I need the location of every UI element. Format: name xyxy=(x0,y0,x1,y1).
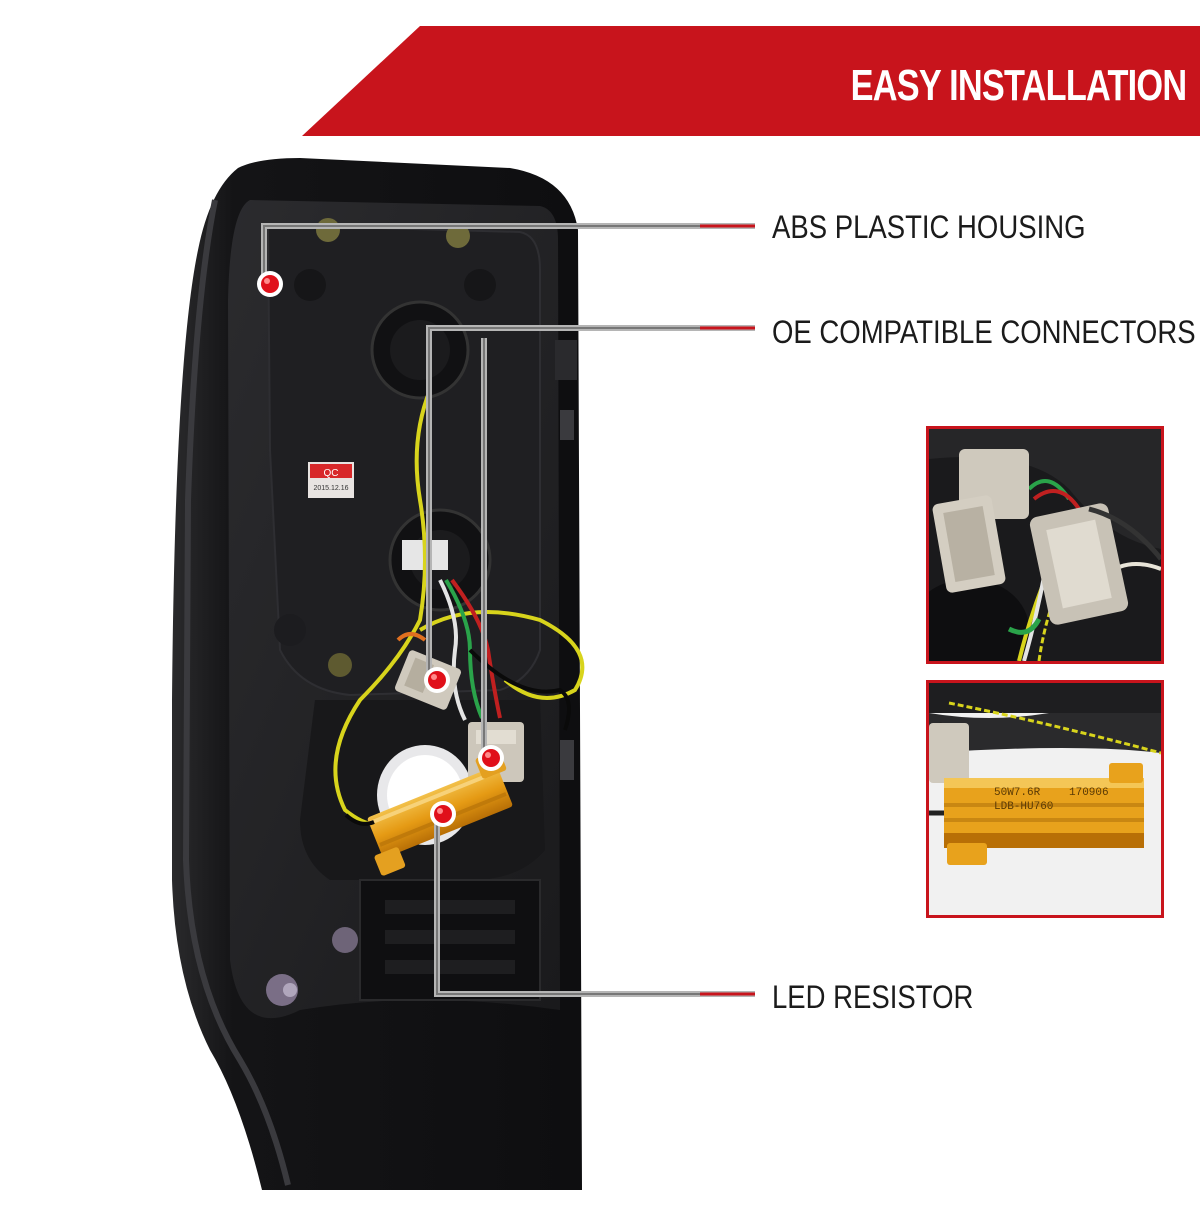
callout-marker-connector-1 xyxy=(424,667,450,693)
callout-label-connectors: OE COMPATIBLE CONNECTORS xyxy=(772,314,1196,350)
connectors-closeup xyxy=(929,429,1161,661)
qc-date-text: 2015.12.16 xyxy=(313,485,348,492)
banner-title: EASY INSTALLATION xyxy=(850,61,1186,110)
banner-shape xyxy=(302,26,1200,136)
yellow-wire xyxy=(333,389,432,827)
callout-marker-housing xyxy=(257,271,283,297)
callout-label-housing: ABS PLASTIC HOUSING xyxy=(772,209,1086,245)
qc-sticker-text: QC xyxy=(324,468,339,479)
resistor-print-line1: 50W7.6R xyxy=(994,787,1041,799)
inset-photo-resistor: 50W7.6R 170906 LDB-HU760 xyxy=(926,680,1164,918)
resistor-print-code: 170906 xyxy=(1069,787,1109,799)
callout-label-resistor: LED RESISTOR xyxy=(772,979,974,1015)
callout-marker-resistor xyxy=(430,801,456,827)
resistor-closeup: 50W7.6R 170906 LDB-HU760 xyxy=(929,683,1161,915)
resistor-print-line2: LDB-HU760 xyxy=(994,801,1053,813)
inset-photo-connectors xyxy=(926,426,1164,664)
callout-marker-connector-2 xyxy=(478,745,504,771)
title-banner: EASY INSTALLATION xyxy=(0,0,1200,140)
callout-line-ends xyxy=(700,224,755,996)
